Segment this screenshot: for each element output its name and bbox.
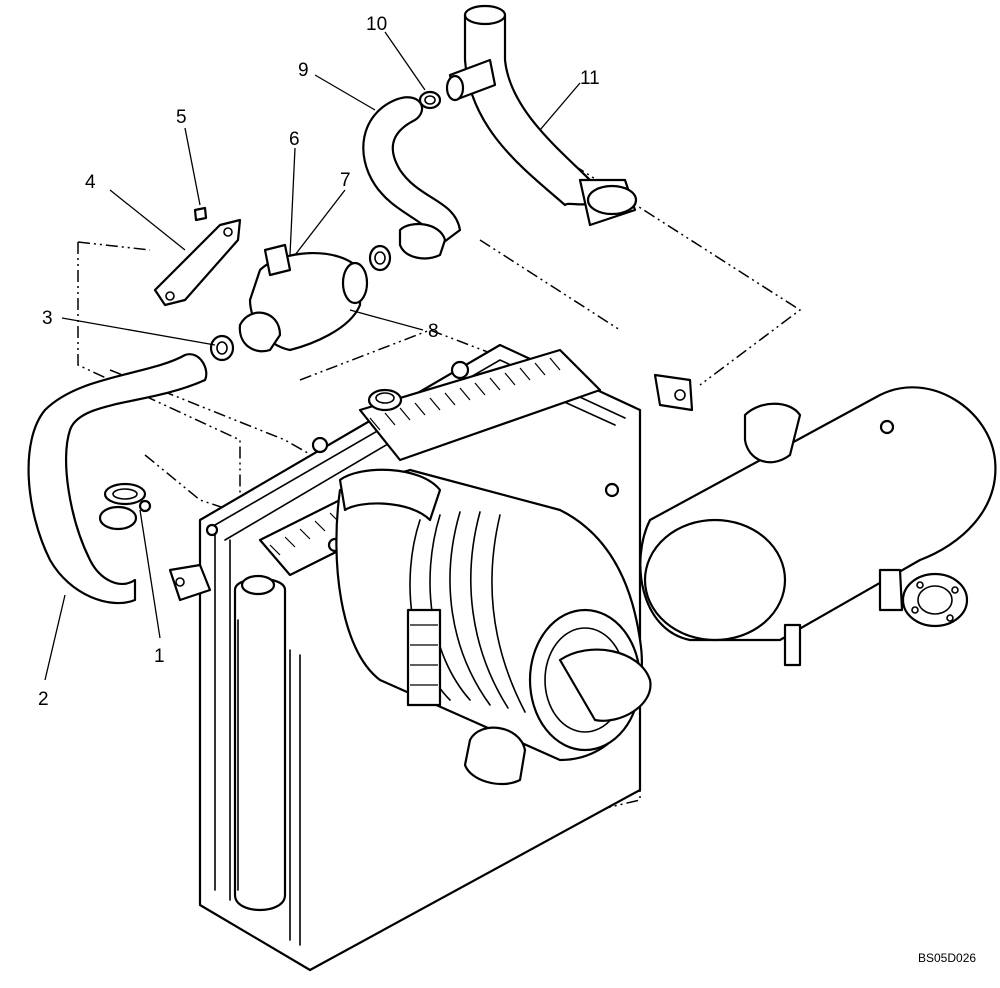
muffler xyxy=(639,386,997,667)
part-7-clamp xyxy=(368,244,392,272)
expansion-tank xyxy=(233,574,287,912)
callout-4: 4 xyxy=(85,172,96,193)
leader-6 xyxy=(289,147,296,256)
leader-lines xyxy=(44,31,581,681)
part-5-bolt xyxy=(193,206,208,222)
leader-1 xyxy=(139,509,161,639)
leader-2 xyxy=(44,594,66,681)
part-4-bracket xyxy=(153,218,242,307)
part-3-clamp xyxy=(209,334,235,362)
part-9-upper-hose xyxy=(362,96,462,260)
leader-3 xyxy=(61,317,216,346)
leader-4 xyxy=(109,189,186,251)
callout-1: 1 xyxy=(154,646,165,667)
leader-8 xyxy=(349,309,424,331)
figure-code: BS05D026 xyxy=(918,951,976,965)
part-1-clamp xyxy=(103,482,152,513)
part-8-housing xyxy=(238,243,369,353)
callout-labels: 1 2 3 4 5 6 7 8 9 10 11 xyxy=(38,14,600,710)
callout-7: 7 xyxy=(340,170,351,191)
callout-9: 9 xyxy=(298,60,309,81)
leader-10 xyxy=(384,31,426,91)
callout-11: 11 xyxy=(580,68,600,89)
part-2-lower-hose xyxy=(27,353,208,605)
leader-9 xyxy=(314,74,376,111)
callout-3: 3 xyxy=(42,308,53,329)
callout-6: 6 xyxy=(289,129,300,150)
leader-11 xyxy=(539,82,581,131)
air-cleaner xyxy=(335,468,652,785)
callout-2: 2 xyxy=(38,689,49,710)
callout-8: 8 xyxy=(428,321,439,342)
callout-5: 5 xyxy=(176,107,187,128)
leader-7 xyxy=(294,189,346,256)
part-10-clamp xyxy=(418,90,442,110)
part-11-exhaust-pipe xyxy=(445,4,638,227)
leader-5 xyxy=(184,127,201,206)
callout-10: 10 xyxy=(366,14,387,35)
